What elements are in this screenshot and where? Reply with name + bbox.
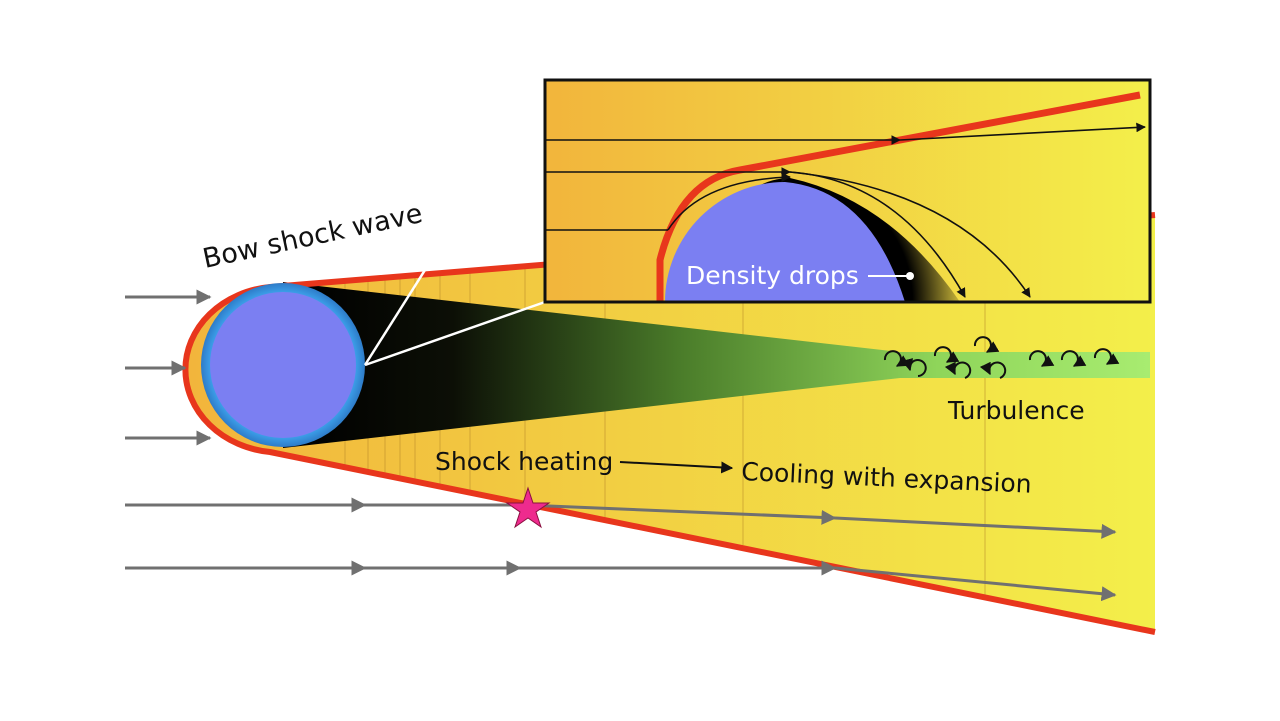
incoming-flow-arrows — [125, 289, 212, 446]
zoom-callout-lines — [363, 79, 547, 367]
flow-line-1 — [125, 497, 1117, 539]
star-icon — [505, 486, 551, 529]
circular-arrow-icon — [883, 336, 1120, 379]
turbulence-label: Turbulence — [947, 396, 1085, 425]
zoom-inset — [543, 78, 1152, 304]
inset-object — [665, 182, 905, 302]
density-label: Density drops — [686, 261, 859, 290]
bow-shock-label: Bow shock wave — [200, 198, 425, 275]
heating-to-cooling-arrow — [619, 461, 734, 474]
shock-heating-label: Shock heating — [435, 447, 613, 476]
wake-region — [283, 282, 1150, 448]
flow-line-2 — [125, 560, 1117, 602]
inset-border — [543, 78, 1152, 304]
object — [210, 292, 356, 438]
